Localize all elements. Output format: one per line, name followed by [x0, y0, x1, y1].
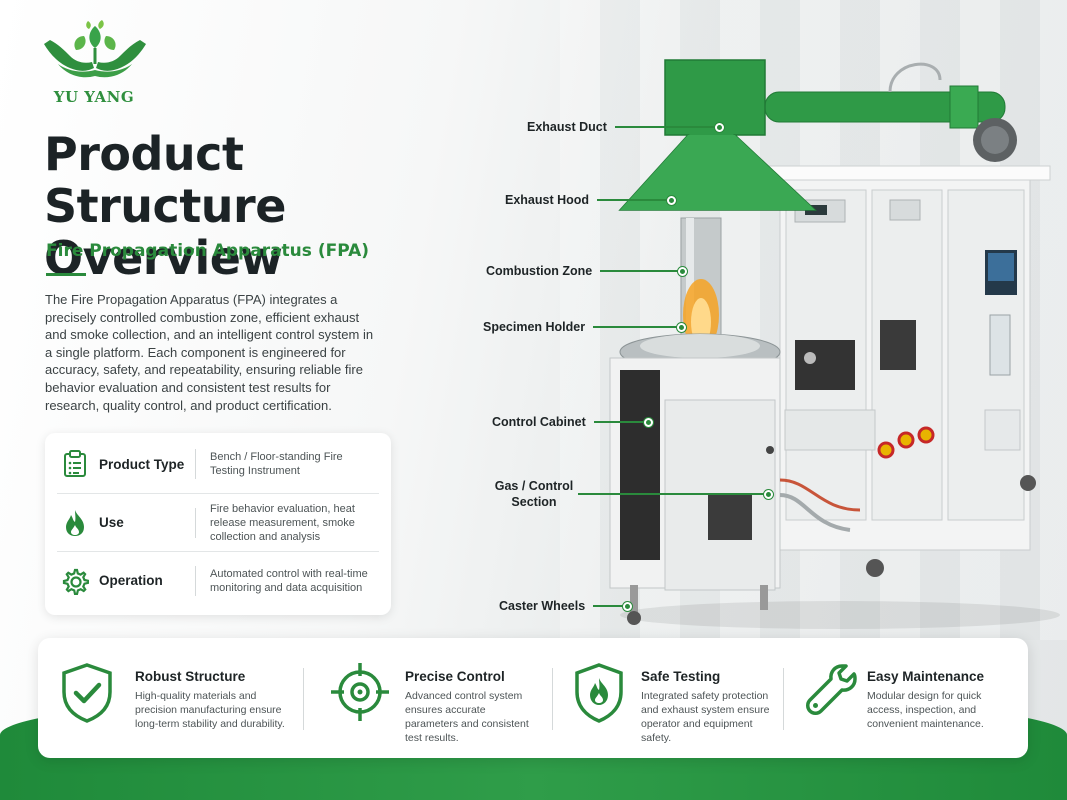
callout-dot	[667, 195, 677, 205]
callout-combustion-zone: Combustion Zone	[486, 263, 688, 279]
product-description: The Fire Propagation Apparatus (FPA) int…	[45, 292, 374, 413]
subtitle-divider	[46, 273, 86, 276]
logo-hands-leaves-icon	[44, 20, 146, 78]
page-subtitle: Fire Propagation Apparatus (FPA)	[46, 241, 370, 261]
feature-desc: Integrated safety protection and exhaust…	[641, 690, 770, 744]
info-divider	[195, 507, 196, 538]
info-divider	[195, 565, 196, 596]
feature-title: Easy Maintenance	[867, 669, 985, 684]
callout-line	[593, 326, 680, 328]
callout-label: Caster Wheels	[499, 599, 586, 613]
info-value: Automated control with real-time monitor…	[210, 567, 368, 594]
callout-line	[597, 199, 670, 201]
clipboard-icon	[57, 446, 93, 482]
callout-dot	[643, 417, 653, 427]
feature-safe-testing: Safe Testing Integrated safety protectio…	[553, 638, 783, 758]
brand-logo: YU YANG	[34, 18, 146, 110]
callout-exhaust-hood: Exhaust Hood	[505, 192, 677, 208]
info-row-use: Use Fire behavior evaluation, heat relea…	[57, 493, 379, 551]
flame-icon	[57, 505, 93, 541]
callout-dot	[678, 266, 688, 276]
info-label: Use	[99, 515, 124, 530]
info-row-operation: Operation Automated control with real-ti…	[57, 551, 379, 609]
feature-divider	[303, 668, 304, 730]
shield-flame-icon	[573, 662, 625, 729]
callout-label: Combustion Zone	[486, 264, 593, 278]
feature-desc: High-quality materials and precision man…	[135, 690, 285, 730]
callout-dot	[677, 322, 687, 332]
feature-robust-structure: Robust Structure High-quality materials …	[38, 638, 303, 758]
callout-caster-wheels: Caster Wheels	[499, 598, 633, 614]
info-row-product-type: Product Type Bench / Floor-standing Fire…	[57, 435, 379, 493]
feature-title: Robust Structure	[135, 669, 246, 684]
feature-divider	[552, 668, 553, 730]
feature-divider	[783, 668, 784, 730]
callout-line	[593, 421, 646, 423]
callout-dot	[764, 489, 773, 499]
fpa-machine-illustration	[609, 59, 1060, 629]
feature-title: Safe Testing	[641, 669, 721, 684]
shield-check-icon	[60, 662, 114, 729]
callout-label: Control Cabinet	[492, 415, 586, 429]
features-bar: Robust Structure High-quality materials …	[38, 638, 1028, 758]
callout-label: Specimen Holder	[483, 320, 586, 334]
gear-icon	[57, 563, 93, 599]
callout-line	[600, 270, 681, 272]
brand-name: YU YANG	[53, 88, 135, 106]
feature-precise-control: Precise Control Advanced control system …	[304, 638, 552, 758]
wrench-icon	[804, 662, 860, 723]
product-info-card: Product Type Bench / Floor-standing Fire…	[45, 433, 391, 615]
callout-specimen-holder: Specimen Holder	[483, 319, 687, 335]
callout-exhaust-duct: Exhaust Duct	[527, 119, 724, 135]
target-icon	[330, 662, 390, 727]
info-value: Fire behavior evaluation, heat release m…	[210, 502, 355, 543]
callout-label: Exhaust Duct	[527, 120, 607, 134]
callout-dot	[623, 601, 633, 611]
info-label: Operation	[99, 573, 163, 588]
info-divider	[195, 449, 196, 479]
feature-easy-maintenance: Easy Maintenance Modular design for quic…	[784, 638, 1028, 758]
callout-line	[593, 605, 626, 607]
callout-dot	[714, 122, 724, 132]
callout-control-cabinet: Control Cabinet	[492, 414, 653, 430]
callout-gas-control-section: Gas / Control Section	[490, 478, 773, 510]
info-value: Bench / Floor-standing Fire Testing Inst…	[210, 451, 343, 477]
callout-label: Gas / Control Section	[494, 479, 574, 509]
feature-desc: Advanced control system ensures accurate…	[405, 690, 529, 744]
callout-line	[578, 493, 766, 495]
feature-title: Precise Control	[405, 669, 505, 684]
feature-desc: Modular design for quick access, inspect…	[867, 690, 984, 730]
callout-label: Exhaust Hood	[505, 193, 590, 207]
callout-line	[614, 126, 717, 128]
info-label: Product Type	[99, 456, 185, 472]
